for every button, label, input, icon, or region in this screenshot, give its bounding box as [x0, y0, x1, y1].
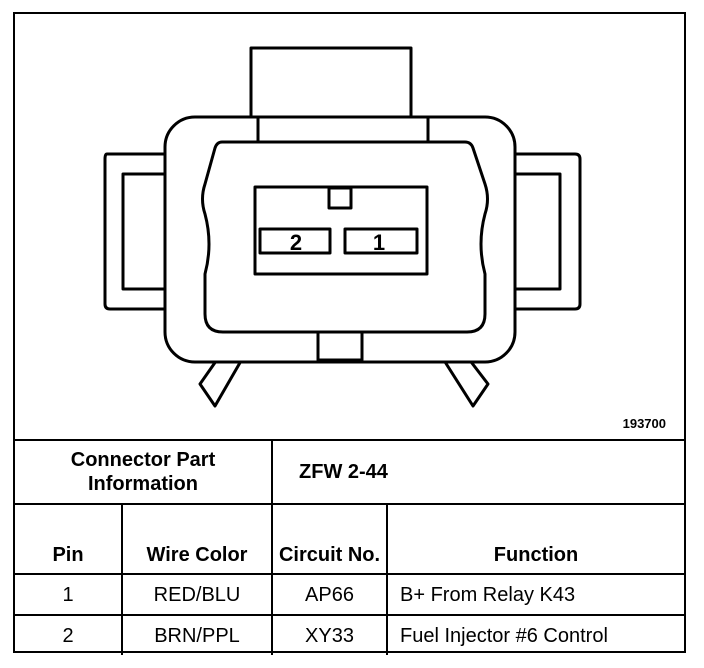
row-2-pin: 2: [15, 614, 123, 655]
polarization-key: [327, 186, 353, 210]
pin-1-label: 1: [373, 230, 385, 255]
connector-drawing: 2 1: [103, 46, 582, 408]
row-2-function: Fuel Injector #6 Control: [386, 614, 685, 655]
table-row: 1 RED/BLU AP66 B+ From Relay K43: [15, 573, 685, 616]
connector-top-seam: [256, 115, 430, 144]
connector-bottom-seam: [316, 330, 364, 362]
header-pin: Pin: [15, 503, 123, 575]
row-2-wire-color: BRN/PPL: [120, 614, 274, 655]
row-1-wire-color: RED/BLU: [120, 573, 274, 616]
figure-number: 193700: [622, 416, 666, 431]
row-1-circuit: AP66: [271, 573, 389, 616]
table-row: 2 BRN/PPL XY33 Fuel Injector #6 Control: [15, 614, 685, 655]
connector-right-latch-inner: [513, 172, 562, 291]
diagram-frame: 2 1 193700 Connector Part Information ZF…: [13, 12, 686, 655]
header-function: Function: [386, 503, 685, 575]
part-info-label: Connector Part Information: [15, 439, 274, 505]
connector-info-table: Connector Part Information ZFW 2-44 Pin …: [15, 439, 685, 655]
part-info-row: Connector Part Information ZFW 2-44: [15, 439, 685, 505]
row-2-circuit: XY33: [271, 614, 389, 655]
pin-2-box: [258, 227, 332, 255]
pin-1-box: [343, 227, 419, 255]
row-1-pin: 1: [15, 573, 123, 616]
header-wire-color: Wire Color: [120, 503, 274, 575]
header-row: Pin Wire Color Circuit No. Function: [15, 503, 685, 575]
part-info-value: ZFW 2-44: [271, 439, 685, 505]
pin-2-label: 2: [290, 230, 302, 255]
header-circuit-no: Circuit No.: [271, 503, 389, 575]
connector-left-latch-inner: [121, 172, 165, 291]
row-1-function: B+ From Relay K43: [386, 573, 685, 616]
